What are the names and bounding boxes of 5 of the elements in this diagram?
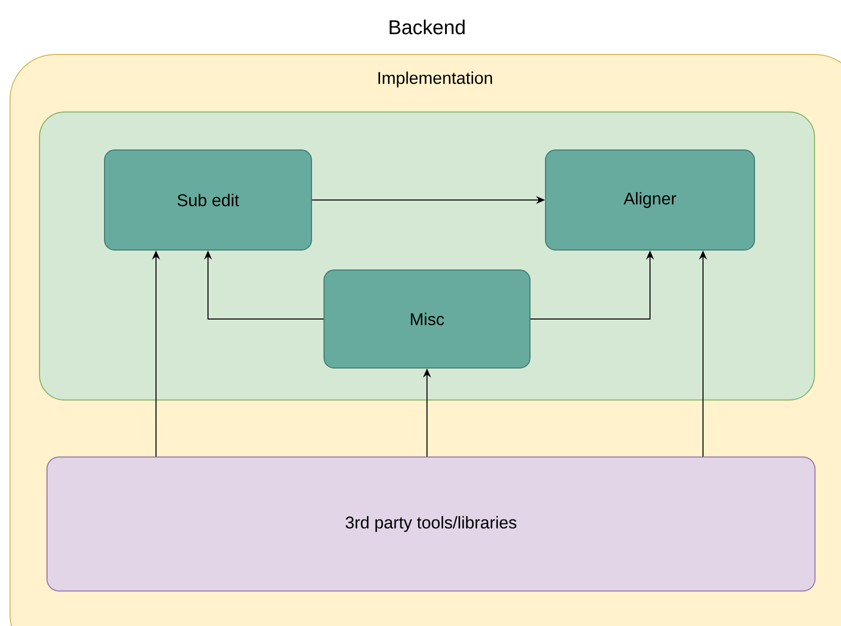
process-box: Sub edit <box>104 150 312 250</box>
process-box: Aligner <box>545 150 755 250</box>
title: Backend <box>390 20 465 34</box>
process-box: Misc <box>324 270 530 368</box>
layer-box: 3rd party tools/libraries <box>46 456 816 592</box>
